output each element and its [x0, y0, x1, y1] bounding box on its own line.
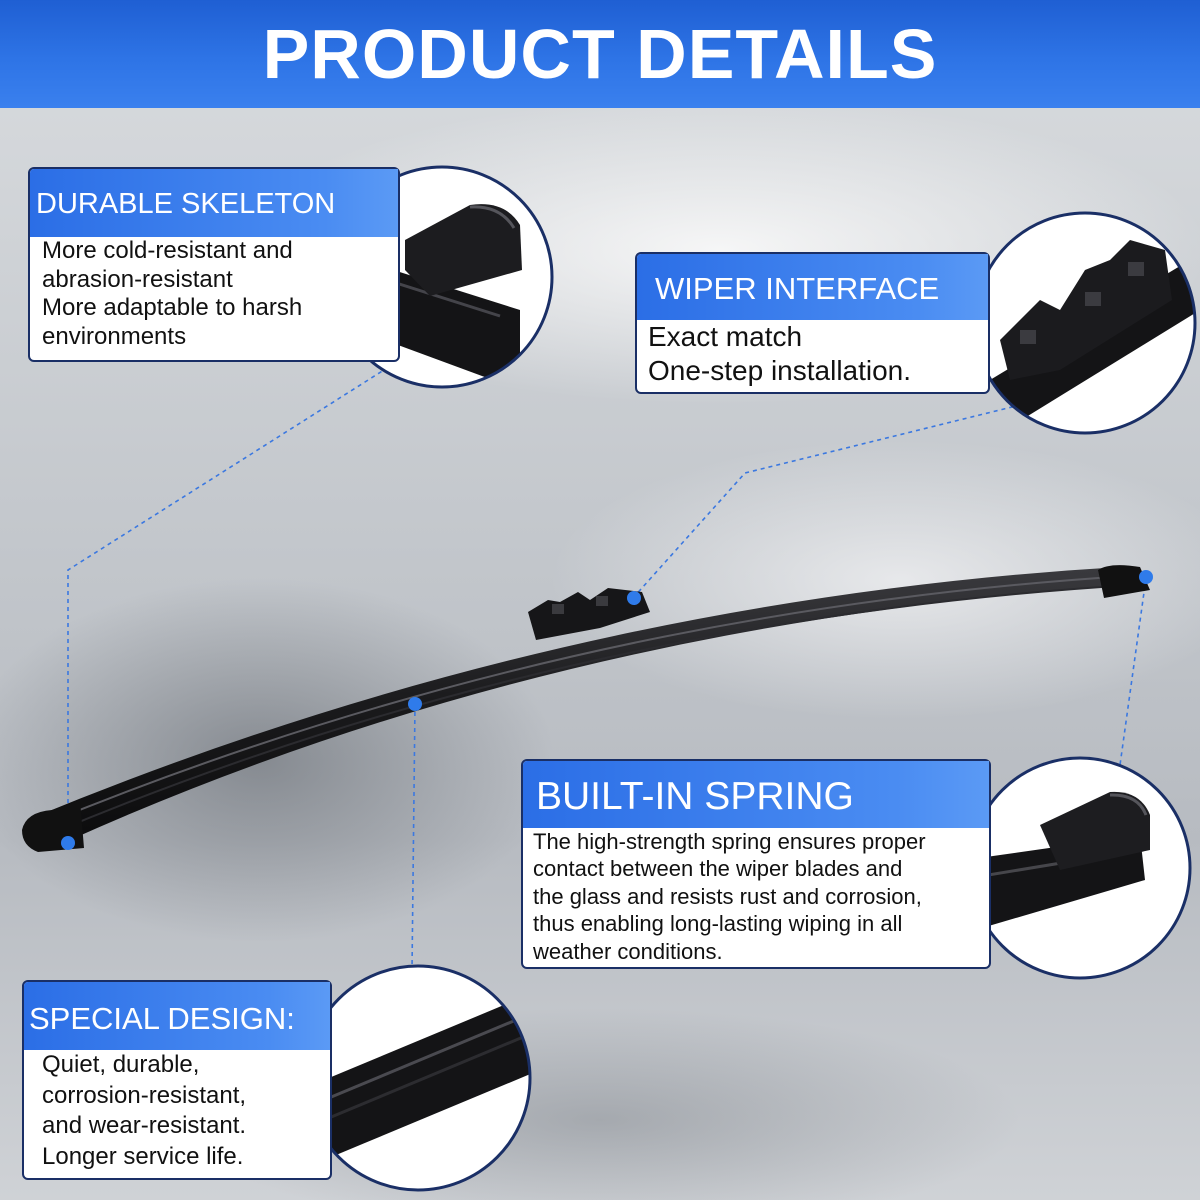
callout-line: Exact match: [648, 321, 803, 352]
callout-line: More cold-resistant and: [42, 237, 293, 264]
callout-title: DURABLE SKELETON: [30, 169, 398, 237]
callout-line: contact between the wiper blades and: [533, 856, 903, 882]
callout-line: and wear-resistant.: [42, 1112, 247, 1139]
callout-line: Quiet, durable,: [42, 1051, 200, 1078]
callout-line: weather conditions.: [533, 938, 723, 964]
callout-line: More adaptable to harsh: [42, 294, 303, 321]
callout-line: abrasion-resistant: [42, 265, 233, 293]
callout-line: thus enabling long-lasting wiping in all: [533, 911, 903, 937]
spring-end-closeup: [968, 756, 1192, 980]
marker-dots: [61, 570, 1153, 850]
callout-line: Longer service life.: [42, 1142, 244, 1170]
callout-line: environments: [42, 322, 187, 350]
callout-body: Quiet, durable, corrosion-resistant, and…: [24, 1050, 330, 1172]
callout-title: WIPER INTERFACE: [637, 254, 988, 320]
connector-closeup: [973, 211, 1197, 435]
callout-body: More cold-resistant and abrasion-resista…: [30, 237, 398, 351]
header-banner: PRODUCT DETAILS: [0, 0, 1200, 108]
callout-special-design: SPECIAL DESIGN: Quiet, durable, corrosio…: [22, 980, 332, 1180]
callout-line: the glass and resists rust and corrosion…: [533, 883, 922, 909]
callout-line: corrosion-resistant,: [42, 1081, 247, 1109]
page-title: PRODUCT DETAILS: [262, 15, 938, 93]
blade-rubber-closeup: [304, 964, 532, 1192]
callout-durable-skeleton: DURABLE SKELETON More cold-resistant and…: [28, 167, 400, 362]
leader-lines: [67, 362, 1147, 971]
callout-title: BUILT-IN SPRING: [523, 761, 989, 828]
callout-line: The high-strength spring ensures proper: [533, 829, 926, 854]
callout-body: The high-strength spring ensures proper …: [523, 828, 989, 965]
callout-body: Exact match One-step installation.: [637, 320, 988, 388]
callout-built-in-spring: BUILT-IN SPRING The high-strength spring…: [521, 759, 991, 969]
callout-title: SPECIAL DESIGN:: [24, 982, 330, 1050]
callout-wiper-interface: WIPER INTERFACE Exact match One-step ins…: [635, 252, 990, 394]
callout-line: One-step installation.: [648, 355, 912, 386]
